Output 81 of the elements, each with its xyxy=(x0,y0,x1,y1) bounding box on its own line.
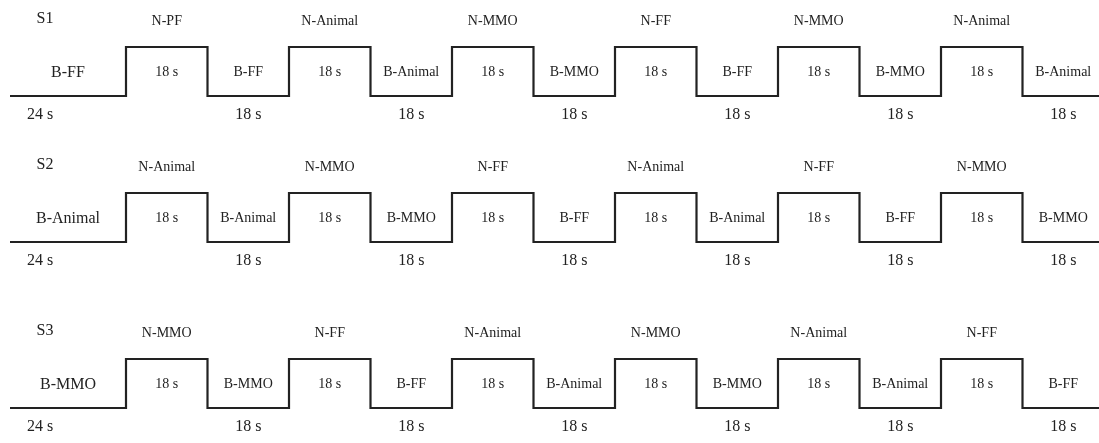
condition-label: B-FF xyxy=(885,210,916,226)
duration-label: 18 s xyxy=(235,252,262,268)
duration-label: 18 s xyxy=(887,106,914,122)
duration-label: 18 s xyxy=(887,418,914,434)
duration-label: 18 s xyxy=(318,210,342,226)
duration-label: 24 s xyxy=(26,252,54,268)
duration-label: 18 s xyxy=(481,376,505,392)
condition-label: N-Animal xyxy=(953,13,1011,29)
condition-label: N-Animal xyxy=(464,325,522,341)
duration-label: 24 s xyxy=(26,418,54,434)
duration-label: 18 s xyxy=(970,210,994,226)
condition-label: N-MMO xyxy=(630,325,681,341)
condition-label: N-Animal xyxy=(627,159,685,175)
condition-label: B-MMO xyxy=(223,376,273,392)
condition-label: N-Animal xyxy=(301,13,359,29)
condition-label: B-Animal xyxy=(872,376,929,392)
duration-label: 18 s xyxy=(398,106,425,122)
duration-label: 18 s xyxy=(1050,418,1077,434)
duration-label: 18 s xyxy=(398,418,425,434)
condition-label: B-MMO xyxy=(40,376,96,392)
condition-label: B-FF xyxy=(51,64,85,80)
condition-label: B-MMO xyxy=(1038,210,1088,226)
condition-label: N-Animal xyxy=(138,159,196,175)
condition-label: N-FF xyxy=(477,159,508,175)
condition-label: N-MMO xyxy=(956,159,1007,175)
condition-label: B-FF xyxy=(1048,376,1079,392)
condition-label: B-Animal xyxy=(1035,64,1092,80)
condition-label: N-MMO xyxy=(793,13,844,29)
condition-label: B-MMO xyxy=(386,210,436,226)
condition-label: N-FF xyxy=(640,13,671,29)
condition-label: B-FF xyxy=(396,376,427,392)
condition-label: N-FF xyxy=(966,325,997,341)
condition-label: B-FF xyxy=(233,64,264,80)
duration-label: 18 s xyxy=(1050,106,1077,122)
duration-label: 18 s xyxy=(561,418,588,434)
condition-label: B-Animal xyxy=(546,376,603,392)
condition-label: B-MMO xyxy=(875,64,925,80)
duration-label: 24 s xyxy=(26,106,54,122)
condition-label: N-PF xyxy=(151,13,182,29)
duration-label: 18 s xyxy=(318,64,342,80)
condition-label: B-MMO xyxy=(549,64,599,80)
condition-label: B-Animal xyxy=(220,210,277,226)
duration-label: 18 s xyxy=(724,252,751,268)
condition-label: N-FF xyxy=(803,159,834,175)
condition-label: N-MMO xyxy=(141,325,192,341)
condition-label: B-FF xyxy=(722,64,753,80)
duration-label: 18 s xyxy=(155,64,179,80)
duration-label: 18 s xyxy=(398,252,425,268)
duration-label: 18 s xyxy=(155,210,179,226)
duration-label: 18 s xyxy=(970,376,994,392)
duration-label: 18 s xyxy=(644,210,668,226)
duration-label: 18 s xyxy=(807,376,831,392)
condition-label: N-Animal xyxy=(790,325,848,341)
duration-label: 18 s xyxy=(235,418,262,434)
duration-label: 18 s xyxy=(481,64,505,80)
duration-label: 18 s xyxy=(724,106,751,122)
duration-label: 18 s xyxy=(724,418,751,434)
row-label: S3 xyxy=(36,322,54,338)
duration-label: 18 s xyxy=(1050,252,1077,268)
condition-label: N-FF xyxy=(314,325,345,341)
duration-label: 18 s xyxy=(644,64,668,80)
condition-label: B-Animal xyxy=(36,210,100,226)
condition-label: N-MMO xyxy=(467,13,518,29)
duration-label: 18 s xyxy=(807,210,831,226)
condition-label: B-Animal xyxy=(383,64,440,80)
duration-label: 18 s xyxy=(155,376,179,392)
duration-label: 18 s xyxy=(970,64,994,80)
duration-label: 18 s xyxy=(235,106,262,122)
row-label: S2 xyxy=(36,156,54,172)
duration-label: 18 s xyxy=(644,376,668,392)
condition-label: N-MMO xyxy=(304,159,355,175)
row-label: S1 xyxy=(36,10,54,26)
condition-label: B-FF xyxy=(559,210,590,226)
duration-label: 18 s xyxy=(561,106,588,122)
duration-label: 18 s xyxy=(318,376,342,392)
duration-label: 18 s xyxy=(887,252,914,268)
duration-label: 18 s xyxy=(807,64,831,80)
condition-label: B-Animal xyxy=(709,210,766,226)
condition-label: B-MMO xyxy=(712,376,762,392)
duration-label: 18 s xyxy=(561,252,588,268)
duration-label: 18 s xyxy=(481,210,505,226)
